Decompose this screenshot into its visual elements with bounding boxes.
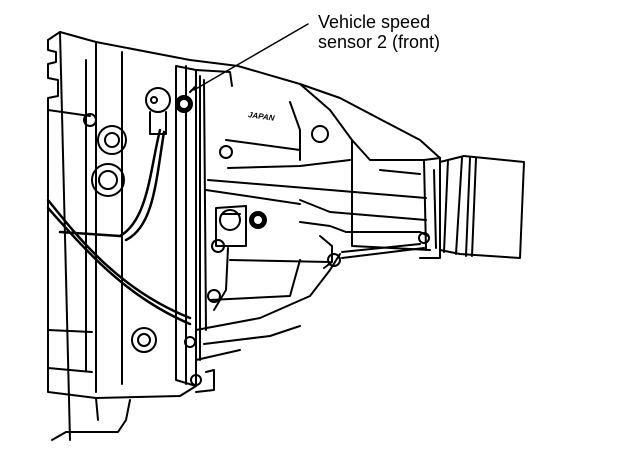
wiring-harness	[46, 128, 192, 326]
lower-housing	[195, 253, 341, 393]
bottom-mount	[51, 397, 131, 441]
callout-line-1: Vehicle speed	[318, 12, 431, 32]
speed-sensor-2	[145, 85, 197, 135]
flange-plates	[175, 65, 233, 387]
bracket	[299, 221, 430, 269]
callout-label: Vehicle speed sensor 2 (front)	[318, 12, 440, 52]
callout-line-2: sensor 2 (front)	[318, 32, 441, 52]
housing-body	[47, 31, 441, 441]
speed-sensor-1	[213, 205, 247, 311]
output-shaft	[439, 155, 525, 259]
extension-housing	[205, 83, 441, 259]
callout-leader	[193, 23, 309, 91]
